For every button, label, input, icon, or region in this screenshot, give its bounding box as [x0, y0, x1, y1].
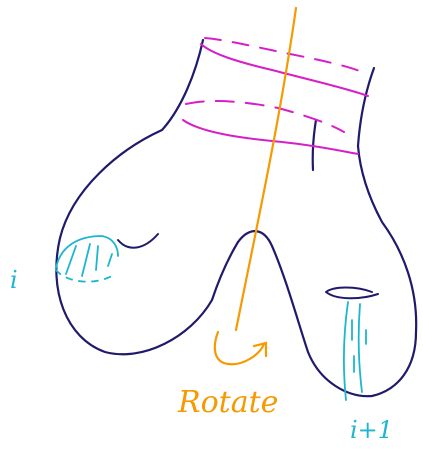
surface-right-neck-edge: [358, 68, 374, 146]
label-right-index: i+1: [350, 416, 393, 444]
upper-ring-back: [205, 38, 362, 72]
rotate-arrow: [215, 332, 266, 364]
upper-ring-front: [201, 44, 368, 96]
surface-left-outer-edge: [56, 40, 238, 354]
surface-right-inner-bump: [313, 120, 316, 170]
rotation-axis: [215, 8, 296, 364]
right-cut-hatch: [344, 302, 366, 400]
axis-line: [236, 8, 296, 330]
lower-ring-front: [183, 120, 358, 154]
label-rotate: Rotate: [177, 385, 278, 420]
left-hole-mark: [118, 234, 158, 248]
hatched-disks: [56, 236, 366, 400]
right-hole-mark: [326, 288, 378, 299]
left-disk-dashed: [56, 270, 112, 282]
label-left-index: i: [10, 266, 18, 294]
lower-ring-back: [186, 101, 344, 132]
left-disk-hatch: [66, 244, 112, 276]
